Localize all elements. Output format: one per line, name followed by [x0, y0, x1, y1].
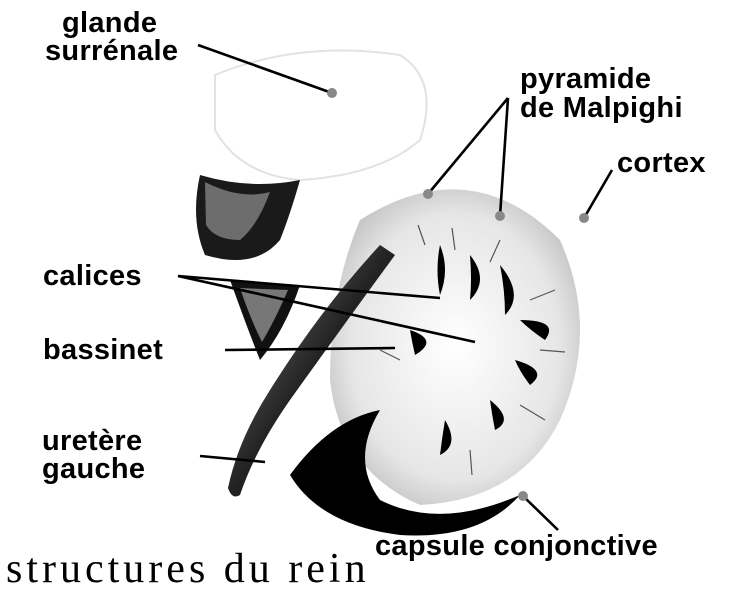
label-cortex: cortex: [617, 148, 706, 178]
leader-cortex: [584, 170, 612, 218]
label-calices: calices: [43, 261, 142, 291]
label-uretere: uretère: [42, 426, 142, 456]
adrenal-gland-shape: [215, 51, 427, 181]
leader-pyramide-2: [500, 98, 508, 216]
leader-pyramide-1: [428, 98, 508, 194]
leader-capsule: [523, 496, 558, 530]
label-glande: glande: [62, 8, 157, 38]
label-capsule-conjonctive: capsule conjonctive: [375, 531, 658, 561]
label-bassinet: bassinet: [43, 335, 163, 365]
label-gauche: gauche: [42, 454, 145, 484]
label-surrenale: surrénale: [45, 36, 178, 66]
diagram-caption: structures du rein: [6, 545, 370, 593]
label-pyramide: pyramide: [520, 64, 651, 94]
label-de-malpighi: de Malpighi: [520, 93, 683, 123]
